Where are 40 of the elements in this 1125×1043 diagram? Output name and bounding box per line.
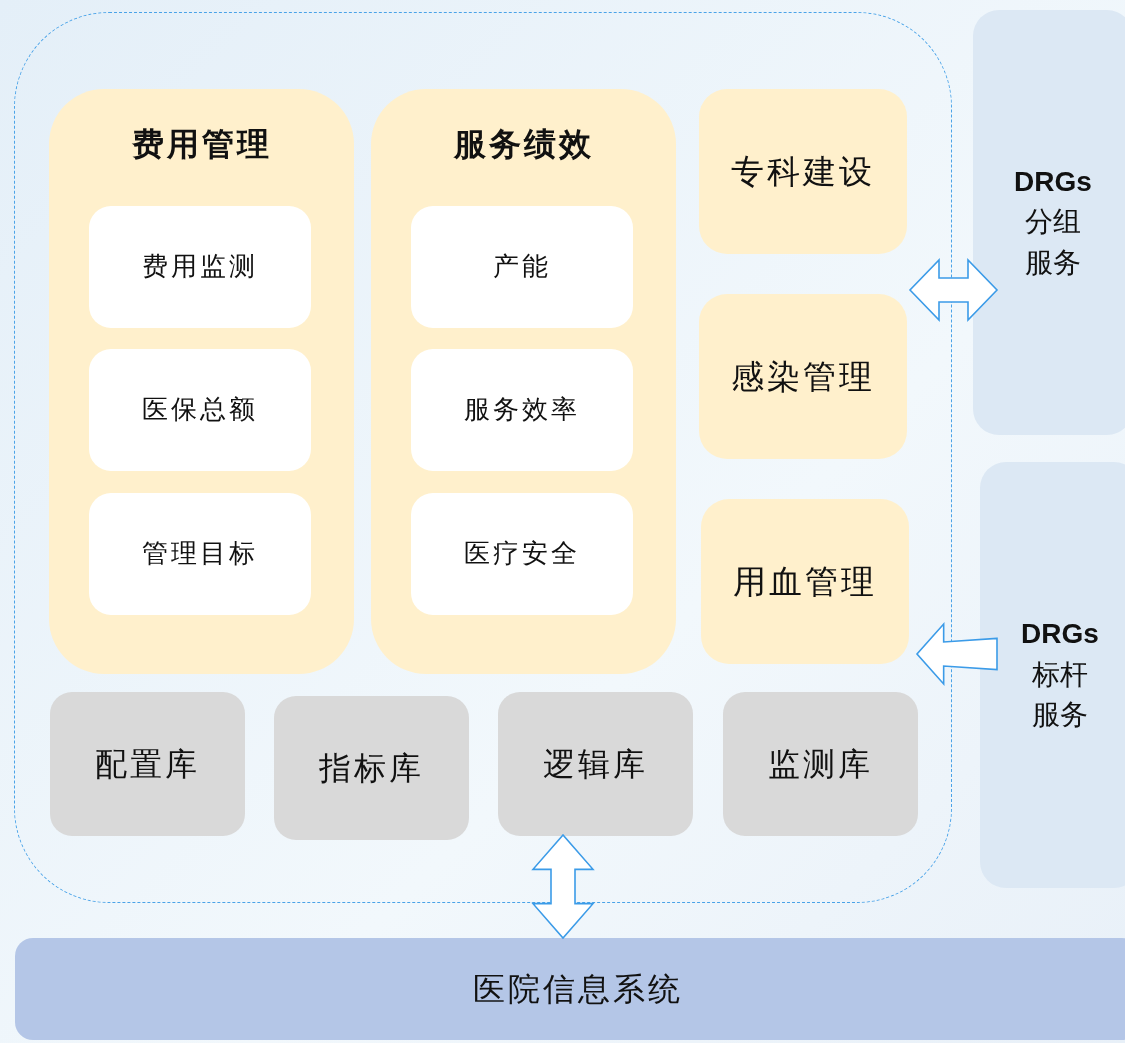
library-card — [50, 692, 245, 836]
item-card — [89, 349, 311, 471]
node-label: 用血管理 — [733, 561, 877, 602]
node-label: 服务效率 — [464, 394, 580, 426]
node-label: DRGs分组服务 — [1013, 164, 1093, 280]
node-label: 逻辑库 — [543, 744, 648, 784]
node-label: 医保总额 — [142, 394, 258, 426]
item-card — [89, 206, 311, 328]
service-panel — [980, 462, 1125, 888]
panel-title: 费用管理 — [131, 125, 272, 164]
block-arrow — [531, 833, 595, 940]
library-card — [274, 696, 469, 840]
node-label: 产能 — [493, 251, 551, 283]
node-label: 指标库 — [319, 748, 424, 788]
item-card — [411, 493, 633, 615]
service-panel — [973, 10, 1125, 435]
item-card — [411, 349, 633, 471]
node-label: 配置库 — [95, 744, 200, 784]
module-card — [699, 294, 907, 459]
item-card — [411, 206, 633, 328]
node-label: 专科建设 — [731, 151, 875, 192]
node-label: DRGs标杆服务 — [1020, 617, 1100, 733]
node-label: 感染管理 — [731, 356, 875, 397]
system-bar — [15, 938, 1125, 1040]
module-card — [701, 499, 909, 664]
node-label: 医疗安全 — [464, 538, 580, 570]
module-card — [699, 89, 907, 254]
node-label: 管理目标 — [142, 538, 258, 570]
category-panel — [49, 89, 354, 674]
library-card — [498, 692, 693, 836]
node-label: 医院信息系统 — [472, 969, 683, 1009]
panel-title: 服务绩效 — [453, 125, 594, 164]
category-panel — [371, 89, 676, 674]
block-arrow — [908, 258, 999, 322]
block-arrow — [915, 621, 998, 687]
dashed-frame — [14, 12, 952, 903]
node-label: 费用监测 — [142, 251, 258, 283]
library-card — [723, 692, 918, 836]
node-label: 监测库 — [768, 744, 873, 784]
item-card — [89, 493, 311, 615]
